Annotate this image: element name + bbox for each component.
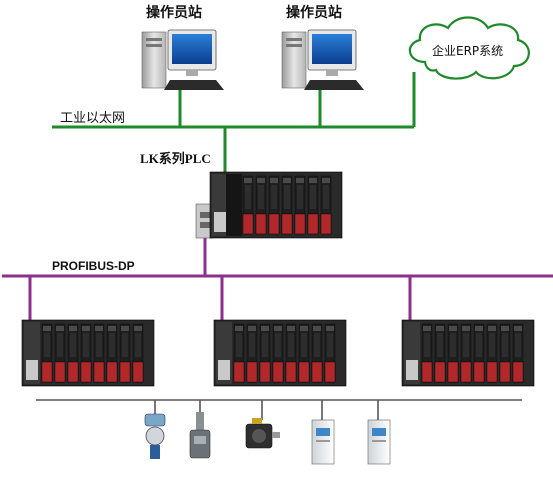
servo-motor-icon bbox=[245, 418, 280, 449]
ethernet-label: 工业以太网 bbox=[60, 111, 126, 126]
drive-unit-icon bbox=[367, 419, 391, 465]
remote-rack-3 bbox=[402, 320, 534, 386]
main-plc-rack bbox=[195, 172, 342, 238]
operator-station-2 bbox=[281, 29, 365, 91]
plc-label: LK系列PLC bbox=[140, 151, 211, 166]
remote-rack-1 bbox=[22, 320, 154, 386]
profibus-network bbox=[2, 238, 553, 320]
operator-station-label: 操作员站 bbox=[286, 6, 342, 21]
erp-system-label: 企业ERP系统 bbox=[432, 44, 504, 58]
field-bus-line bbox=[36, 399, 522, 420]
flowmeter-icon bbox=[189, 412, 211, 459]
profibus-label: PROFIBUS-DP bbox=[52, 259, 135, 273]
ethernet-network bbox=[52, 72, 416, 172]
operator-station-1 bbox=[141, 29, 225, 91]
operator-station-label: 操作员站 bbox=[146, 6, 202, 21]
pressure-transmitter-icon bbox=[144, 413, 166, 459]
erp-cloud-icon bbox=[408, 16, 530, 80]
drive-unit-icon bbox=[311, 419, 335, 465]
remote-rack-2 bbox=[214, 320, 346, 386]
